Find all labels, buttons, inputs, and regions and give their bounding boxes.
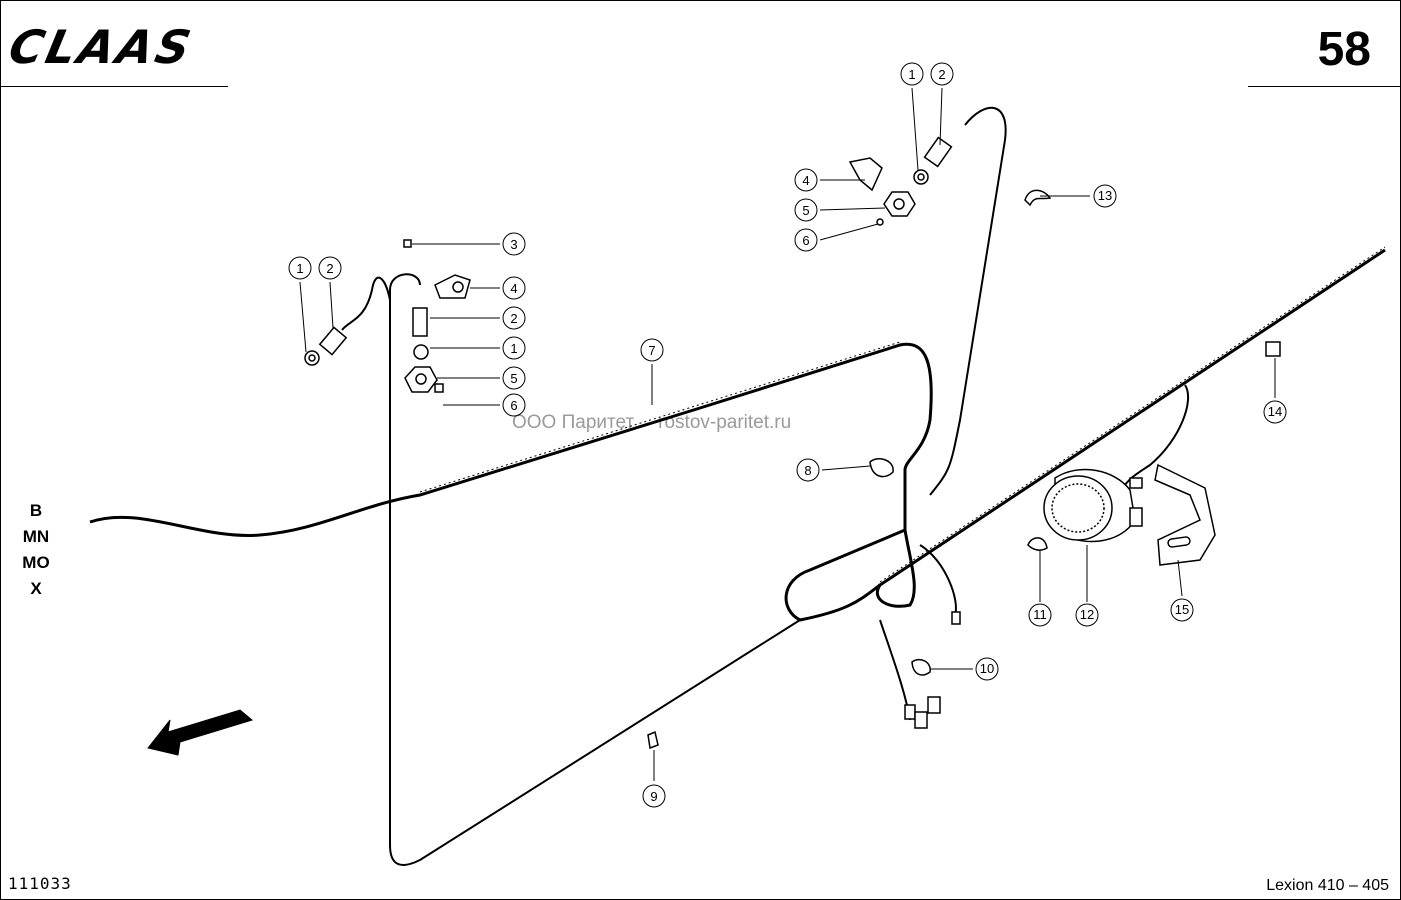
callout-bracket-15: 15: [1170, 598, 1194, 622]
header-rule-left: [0, 86, 228, 87]
svg-text:7: 7: [648, 343, 655, 358]
svg-text:4: 4: [510, 281, 517, 296]
svg-text:6: 6: [802, 233, 809, 248]
svg-text:2: 2: [326, 261, 333, 276]
svg-text:6: 6: [510, 398, 517, 413]
svg-text:1: 1: [510, 341, 517, 356]
main-harness: [89, 248, 1386, 622]
svg-text:2: 2: [510, 311, 517, 326]
callout-top-5: 5: [794, 198, 818, 222]
callout-clip-10: 10: [975, 657, 999, 681]
callout-lamp-12: 12: [1075, 603, 1099, 627]
watermark-company: ООО Паритет: [512, 412, 635, 433]
direction-arrow: [147, 709, 254, 756]
svg-text:4: 4: [802, 173, 809, 188]
clip-9-shape: [647, 730, 659, 750]
svg-text:9: 9: [650, 789, 657, 804]
clip-13-shape: [1024, 189, 1052, 207]
svg-text:15: 15: [1175, 602, 1189, 617]
callout-clip-13: 13: [1093, 184, 1117, 208]
callout-top-6: 6: [794, 228, 818, 252]
sensor-left: [304, 326, 348, 366]
callout-mid-6: 6: [502, 393, 526, 417]
callout-harness-7: 7: [640, 338, 664, 362]
drawing-number: 111033: [8, 874, 72, 893]
callout-mid-4: 4: [502, 276, 526, 300]
callout-top-2: 2: [930, 62, 954, 86]
clip-14-shape: [1265, 341, 1281, 357]
svg-text:5: 5: [802, 203, 809, 218]
svg-text:1: 1: [296, 261, 303, 276]
connectors-lower: [904, 611, 961, 729]
clip-10-shape: [911, 658, 931, 676]
svg-text:2: 2: [938, 67, 945, 82]
lower-harness: [341, 273, 801, 866]
work-lamp-12: [1043, 468, 1143, 543]
callout-clip-11: 11: [1028, 603, 1052, 627]
variant-code: MN: [22, 527, 50, 546]
callout-clip-9: 9: [642, 784, 666, 808]
svg-text:12: 12: [1080, 607, 1094, 622]
svg-text:1: 1: [908, 67, 915, 82]
svg-text:10: 10: [980, 661, 994, 676]
svg-text:5: 5: [510, 371, 517, 386]
watermark-site: rostov-paritet.ru: [658, 412, 792, 433]
svg-text:8: 8: [804, 463, 811, 478]
callout-mid-5: 5: [502, 366, 526, 390]
header-rule-right: [1248, 86, 1400, 87]
svg-text:13: 13: [1098, 188, 1112, 203]
sensor-top-parts: [848, 136, 953, 226]
upper-harness: [879, 106, 1190, 721]
svg-text:3: 3: [510, 237, 517, 252]
watermark: ООО Паритет rostov-paritet.ru: [512, 412, 791, 434]
sensor-mid-parts: [403, 239, 471, 393]
svg-text:14: 14: [1268, 404, 1282, 419]
model-name: Lexion 410 – 405: [1266, 877, 1389, 894]
bracket-15: [1154, 463, 1216, 566]
harness-sheath-ticks: [419, 246, 1386, 583]
callout-clamp-8: 8: [796, 458, 820, 482]
variant-code: B: [29, 501, 43, 520]
variant-code: X: [30, 579, 42, 598]
callout-mid-2: 2: [502, 306, 526, 330]
clip-11-shape: [1027, 537, 1048, 551]
callouts: 1 2 3 4 2 1 5 6 7 1 2 4 5 6 13 14 8 9 10…: [288, 62, 1287, 808]
callout-top-4: 4: [794, 168, 818, 192]
callout-top-1: 1: [900, 62, 924, 86]
clamp-8-shape: [869, 458, 894, 478]
svg-text:11: 11: [1033, 607, 1047, 622]
variant-code: MO: [22, 553, 50, 572]
page-number: 58: [1317, 23, 1371, 76]
callout-mid-3: 3: [502, 232, 526, 256]
callout-mid-1: 1: [502, 336, 526, 360]
callout-clip-14: 14: [1263, 400, 1287, 424]
variant-codes: B MN MO X: [16, 498, 56, 602]
callout-left-1: 1: [288, 256, 312, 280]
callout-left-2: 2: [318, 256, 342, 280]
